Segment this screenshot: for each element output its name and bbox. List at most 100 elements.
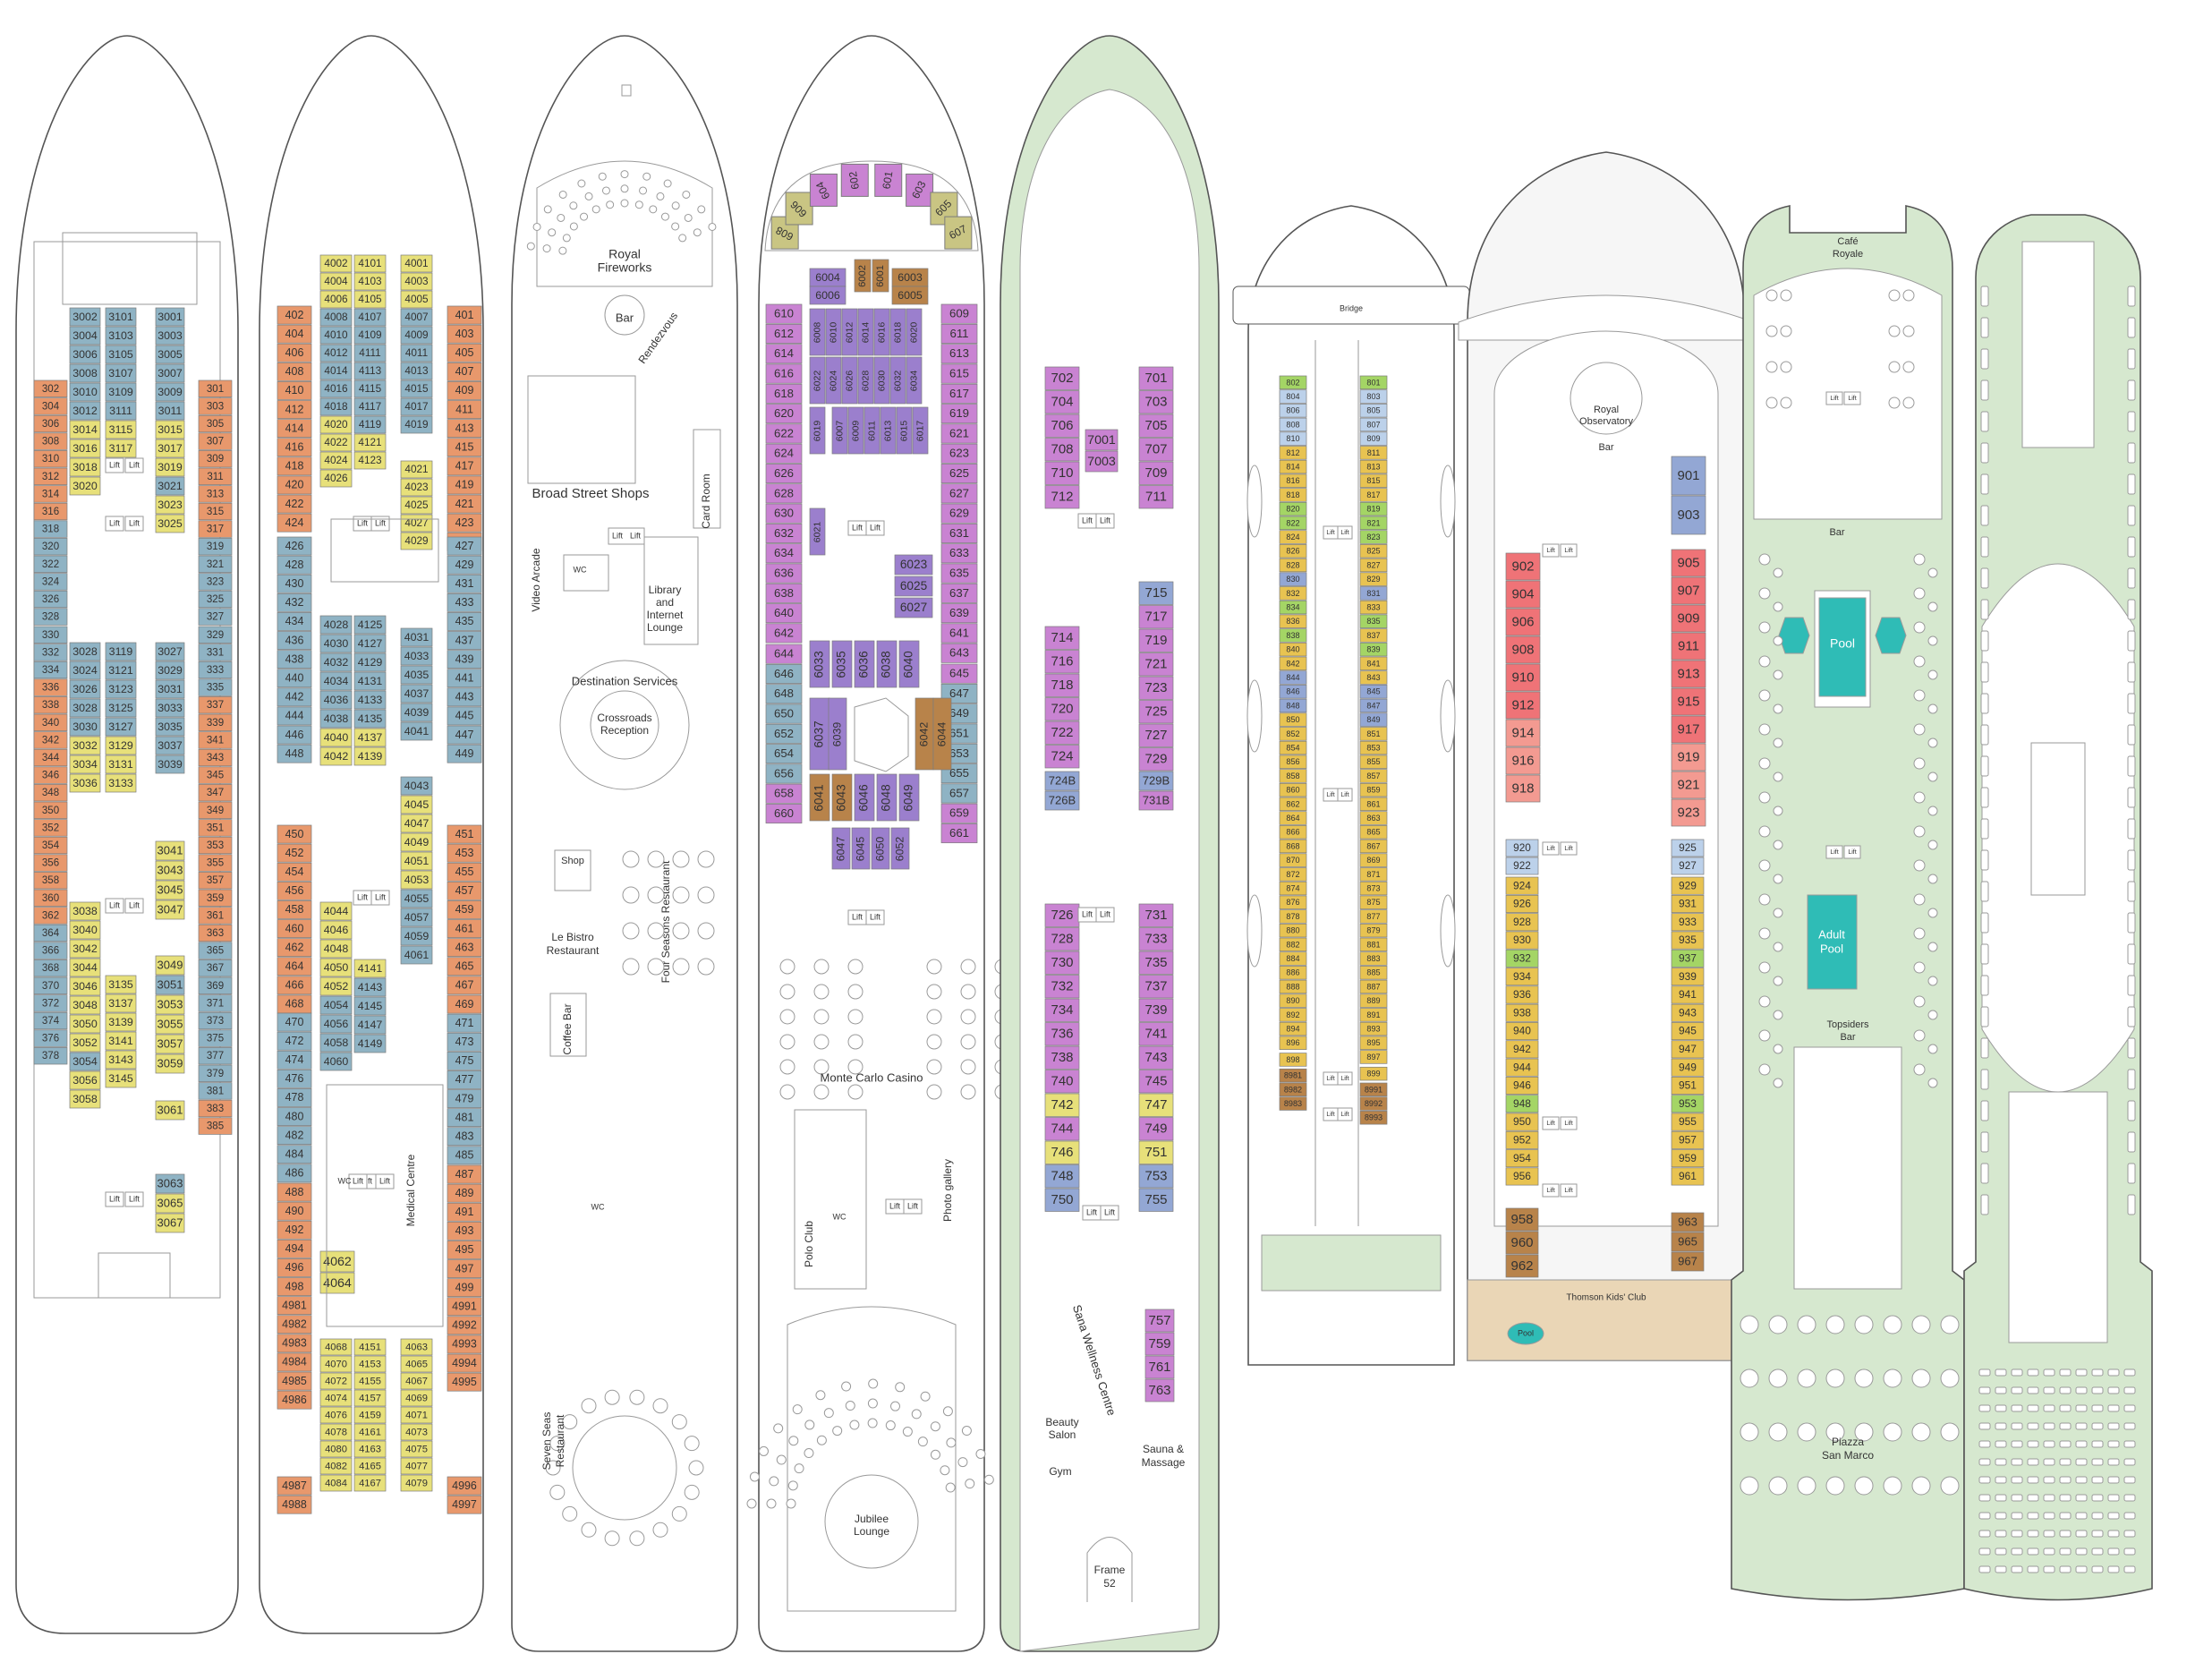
cabin[interactable]: 414 <box>276 419 312 439</box>
cabin[interactable]: 426 <box>276 536 312 556</box>
cabin[interactable]: 6026 <box>841 356 858 405</box>
cabin[interactable]: 927 <box>1671 857 1705 875</box>
cabin[interactable]: 348 <box>33 784 68 802</box>
cabin[interactable]: 419 <box>447 475 482 495</box>
cabin[interactable]: 4033 <box>400 646 433 666</box>
cabin[interactable]: 4020 <box>319 415 353 434</box>
cabin[interactable]: 624 <box>765 443 803 464</box>
cabin[interactable]: 940 <box>1505 1022 1539 1041</box>
cabin[interactable]: 881 <box>1359 937 1388 952</box>
cabin[interactable]: 840 <box>1279 642 1307 657</box>
cabin[interactable]: 926 <box>1505 894 1539 913</box>
cabin[interactable]: 3039 <box>155 755 185 774</box>
cabin[interactable]: 3042 <box>69 939 101 959</box>
cabin[interactable]: 334 <box>33 661 68 679</box>
cabin[interactable]: 4041 <box>400 721 433 741</box>
cabin[interactable]: 366 <box>33 942 68 959</box>
cabin[interactable]: 6015 <box>896 406 913 455</box>
cabin[interactable]: 302 <box>33 379 68 397</box>
cabin[interactable]: 4119 <box>353 415 387 434</box>
cabin[interactable]: 871 <box>1359 867 1388 882</box>
cabin[interactable]: 650 <box>765 703 803 724</box>
cabin[interactable]: 706 <box>1044 414 1080 438</box>
cabin[interactable]: 442 <box>276 687 312 707</box>
cabin[interactable]: 3125 <box>105 698 137 718</box>
cabin[interactable]: 4068 <box>319 1338 353 1356</box>
cabin[interactable]: 841 <box>1359 656 1388 671</box>
cabin[interactable]: 6043 <box>831 773 853 822</box>
cabin[interactable]: 358 <box>33 872 68 890</box>
cabin[interactable]: 3024 <box>69 661 101 680</box>
cabin[interactable]: 437 <box>447 631 482 650</box>
cabin[interactable]: 629 <box>940 503 978 524</box>
cabin[interactable]: 3063 <box>155 1173 185 1194</box>
cabin[interactable]: 826 <box>1279 544 1307 558</box>
cabin[interactable]: 741 <box>1138 1022 1174 1046</box>
cabin[interactable]: 829 <box>1359 572 1388 586</box>
cabin[interactable]: 4080 <box>319 1440 353 1458</box>
cabin[interactable]: 328 <box>33 608 68 626</box>
cabin[interactable]: 326 <box>33 590 68 609</box>
cabin[interactable]: 6038 <box>876 640 898 688</box>
cabin[interactable]: 320 <box>33 538 68 556</box>
cabin[interactable]: 314 <box>33 485 68 503</box>
cabin[interactable]: 886 <box>1279 966 1307 980</box>
cabin[interactable]: 4034 <box>319 671 353 691</box>
cabin[interactable]: 3121 <box>105 661 137 680</box>
cabin[interactable]: 4058 <box>319 1033 353 1053</box>
cabin[interactable]: 912 <box>1505 691 1541 720</box>
cabin[interactable]: 736 <box>1044 1022 1080 1046</box>
cabin[interactable]: 935 <box>1671 931 1705 950</box>
cabin[interactable]: 4028 <box>319 615 353 635</box>
cabin[interactable]: 3032 <box>69 736 101 755</box>
cabin[interactable]: 6024 <box>825 356 842 405</box>
cabin[interactable]: 451 <box>447 824 482 844</box>
cabin[interactable]: 614 <box>765 344 803 364</box>
cabin[interactable]: 4072 <box>319 1372 353 1390</box>
cabin[interactable]: 340 <box>33 713 68 731</box>
cabin[interactable]: 3033 <box>155 698 185 718</box>
cabin[interactable]: 825 <box>1359 544 1388 558</box>
cabin[interactable]: 475 <box>447 1051 482 1070</box>
cabin[interactable]: 813 <box>1359 459 1388 474</box>
cabin[interactable]: 489 <box>447 1183 482 1203</box>
cabin[interactable]: 346 <box>33 766 68 784</box>
cabin[interactable]: 4018 <box>319 397 353 416</box>
cabin[interactable]: 759 <box>1144 1332 1175 1356</box>
cabin[interactable]: 827 <box>1359 558 1388 573</box>
cabin[interactable]: 6023 <box>894 554 933 575</box>
cabin[interactable]: 345 <box>198 766 233 784</box>
cabin[interactable]: 4016 <box>319 379 353 398</box>
cabin[interactable]: 4983 <box>276 1334 312 1353</box>
cabin[interactable]: 729 <box>1138 747 1174 772</box>
cabin[interactable]: 618 <box>765 383 803 404</box>
cabin[interactable]: 3007 <box>155 363 185 383</box>
cabin[interactable]: 806 <box>1279 404 1307 418</box>
cabin[interactable]: 860 <box>1279 782 1307 797</box>
cabin[interactable]: 3043 <box>155 860 185 881</box>
cabin[interactable]: 954 <box>1505 1149 1539 1168</box>
cabin[interactable]: 601 <box>874 163 903 197</box>
cabin[interactable]: 946 <box>1505 1076 1539 1095</box>
cabin[interactable]: 4982 <box>276 1315 312 1334</box>
cabin[interactable]: 911 <box>1671 632 1706 661</box>
cabin[interactable]: 824 <box>1279 530 1307 544</box>
cabin[interactable]: 875 <box>1359 895 1388 909</box>
cabin[interactable]: 372 <box>33 994 68 1012</box>
cabin[interactable]: 961 <box>1671 1167 1705 1186</box>
cabin[interactable]: 933 <box>1671 913 1705 932</box>
cabin[interactable]: 737 <box>1138 975 1174 999</box>
cabin[interactable]: 6025 <box>894 575 933 597</box>
cabin[interactable]: 605 <box>930 192 958 226</box>
cabin[interactable]: 747 <box>1138 1093 1174 1117</box>
cabin[interactable]: 937 <box>1671 949 1705 968</box>
cabin[interactable]: 439 <box>447 650 482 669</box>
cabin[interactable]: 3111 <box>105 401 137 421</box>
cabin[interactable]: 411 <box>447 400 482 419</box>
cabin[interactable]: 922 <box>1505 857 1539 875</box>
cabin[interactable]: 805 <box>1359 404 1388 418</box>
cabin[interactable]: 660 <box>765 804 803 824</box>
cabin[interactable]: 724B <box>1044 771 1080 791</box>
cabin[interactable]: 3067 <box>155 1213 185 1233</box>
cabin[interactable]: 850 <box>1279 712 1307 727</box>
